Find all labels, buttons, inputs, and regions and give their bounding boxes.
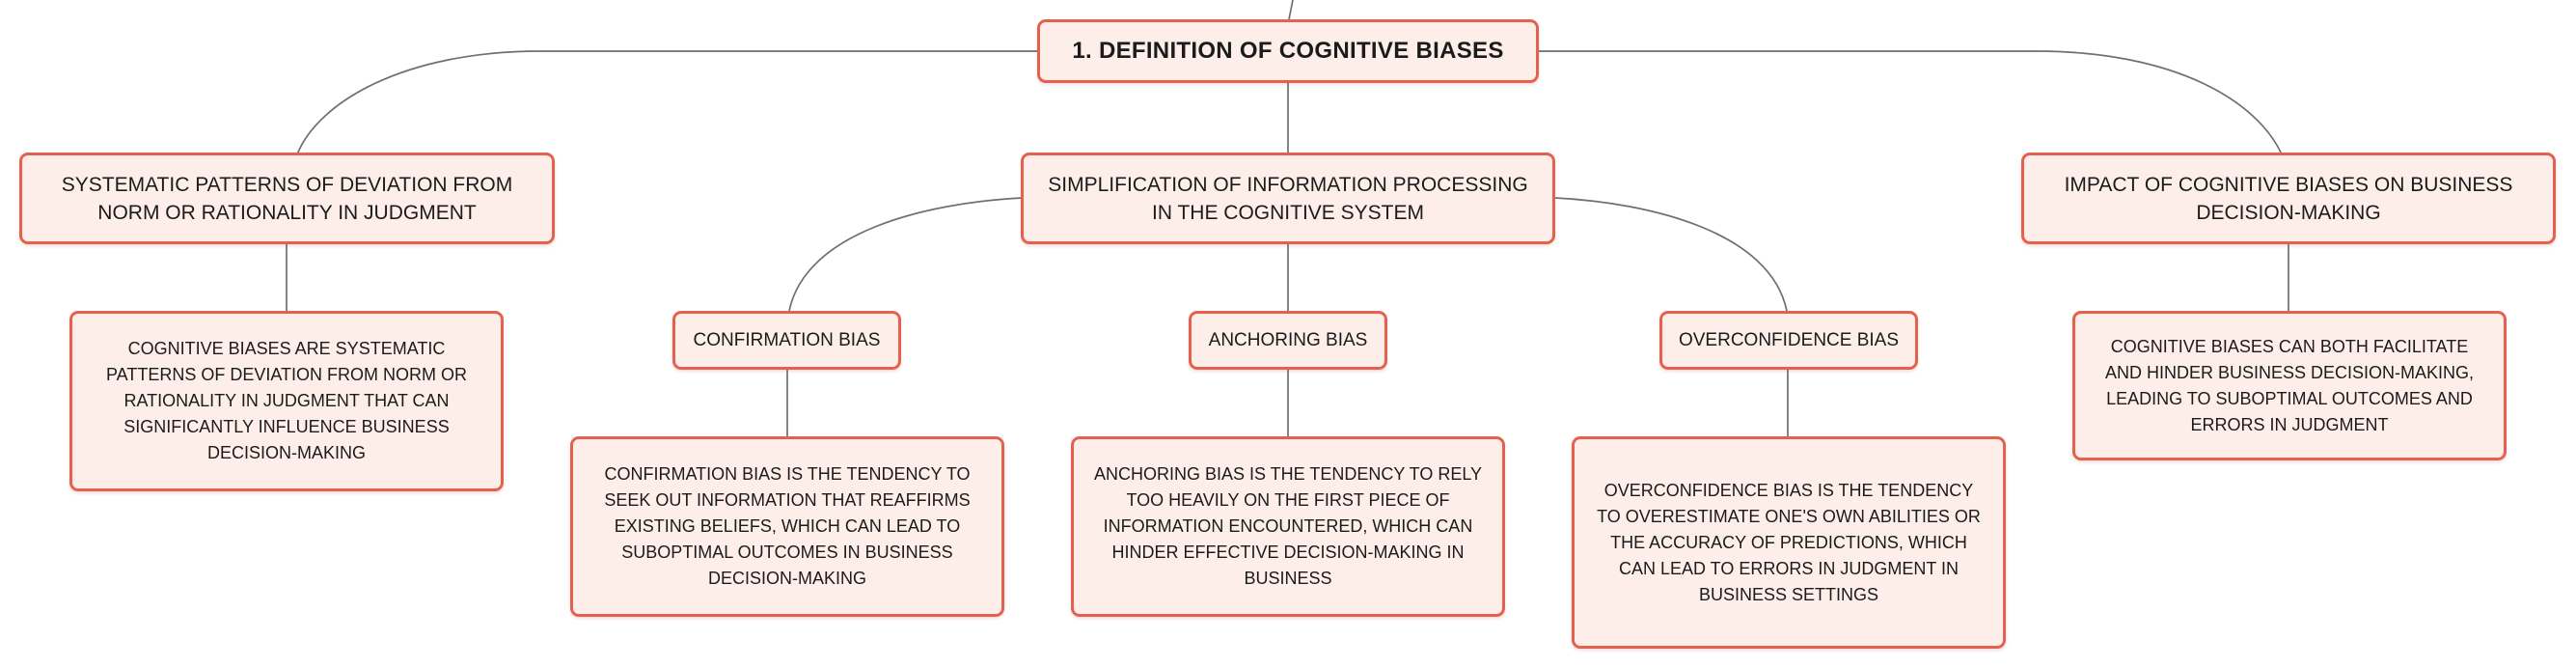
root-node[interactable]: 1. DEFINITION OF COGNITIVE BIASES (1037, 19, 1539, 83)
connector-simplification-to-confirmation (788, 197, 1024, 312)
overconfidence-bias-node[interactable]: OVERCONFIDENCE BIAS (1659, 311, 1918, 370)
anchoring-bias-detail-node[interactable]: ANCHORING BIAS IS THE TENDENCY TO RELY T… (1071, 436, 1505, 617)
systematic-patterns-node[interactable]: SYSTEMATIC PATTERNS OF DEVIATION FROM NO… (19, 153, 555, 244)
simplification-node[interactable]: SIMPLIFICATION OF INFORMATION PROCESSING… (1021, 153, 1555, 244)
confirmation-bias-detail-node[interactable]: CONFIRMATION BIAS IS THE TENDENCY TO SEE… (570, 436, 1004, 617)
impact-detail-node[interactable]: COGNITIVE BIASES CAN BOTH FACILITATE AND… (2072, 311, 2507, 460)
systematic-patterns-detail-node[interactable]: COGNITIVE BIASES ARE SYSTEMATIC PATTERNS… (69, 311, 504, 491)
confirmation-bias-node[interactable]: CONFIRMATION BIAS (672, 311, 901, 370)
connector-root-to-systematic (296, 50, 1037, 155)
connector-parent-stub (1288, 0, 1294, 20)
overconfidence-bias-detail-node[interactable]: OVERCONFIDENCE BIAS IS THE TENDENCY TO O… (1572, 436, 2006, 649)
connector-simplification-to-overconfidence (1554, 197, 1788, 312)
connector-root-to-impact (1539, 50, 2283, 155)
impact-node[interactable]: IMPACT OF COGNITIVE BIASES ON BUSINESS D… (2021, 153, 2556, 244)
anchoring-bias-node[interactable]: ANCHORING BIAS (1189, 311, 1387, 370)
